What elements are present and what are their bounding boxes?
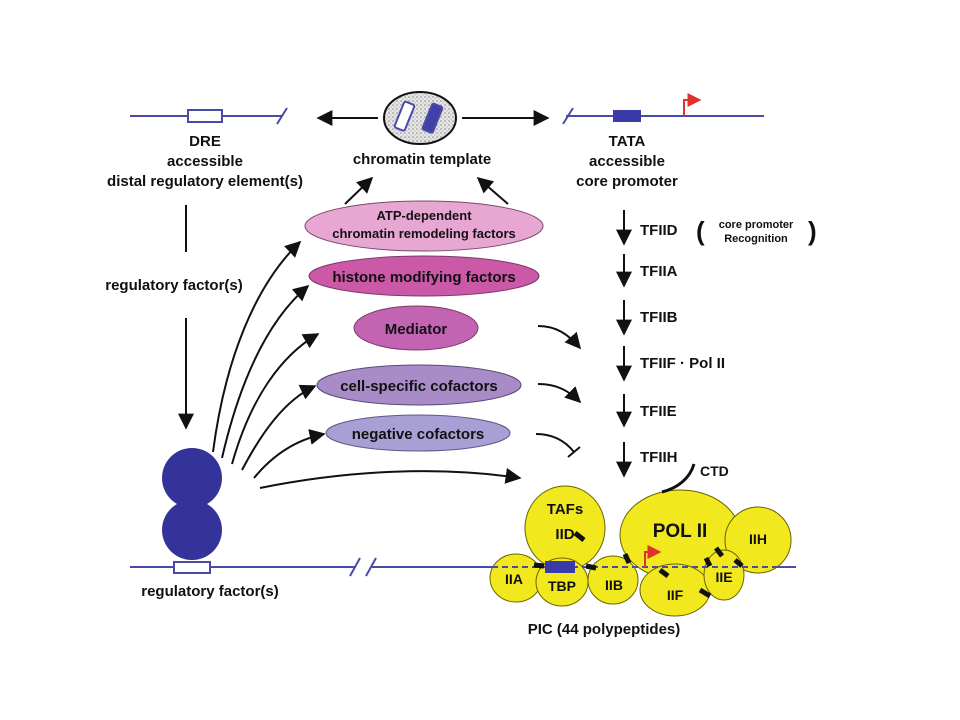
iid-label: IID [555, 526, 574, 543]
step-tfiid: TFIID [640, 222, 678, 239]
transcription-start-arrow [683, 93, 702, 116]
atp-remodeling-ellipse [304, 200, 544, 252]
arrow-mediator-to-assembly [537, 325, 582, 350]
dre-label: DRE [189, 133, 221, 150]
note-close-paren: ) [808, 216, 817, 246]
arrow-regulator-to-histone [221, 284, 310, 459]
tata-accessible-label: accessible [589, 153, 665, 170]
mediator-label: Mediator [385, 321, 448, 338]
step-tfiih: TFIIH [640, 449, 678, 466]
regulatory-factor-side-label: regulatory factor(s) [105, 277, 243, 294]
histone-modifying-ellipse [308, 255, 540, 297]
tbp-tata-box [545, 561, 575, 573]
dre-box [187, 109, 223, 123]
cell-specific-ellipse [316, 364, 522, 406]
dre-accessible-label: accessible [167, 153, 243, 170]
chromatin-icon [383, 91, 457, 145]
note-open-paren: ( [696, 216, 705, 246]
tata-description: core promoter [576, 173, 678, 190]
arrow-regulator-to-mediator [231, 333, 320, 465]
pic-start-arrow [644, 545, 662, 567]
arrow-atp-to-chromatin-right [476, 176, 509, 205]
tata-dna-segment [562, 93, 764, 125]
pic-caption: PIC (44 polypeptides) [528, 621, 681, 638]
inhibition-negative-to-assembly [535, 433, 575, 453]
arrow-atp-to-chromatin-left [344, 176, 374, 205]
arrow-regulator-to-negative [253, 429, 326, 479]
step-tfiib: TFIIB [640, 309, 678, 326]
tata-label: TATA [609, 133, 646, 150]
note-line1: core promoter [719, 219, 794, 231]
negative-cofactors-ellipse [325, 414, 511, 452]
arrow-regulator-to-atp [212, 240, 302, 453]
pol2-label: POL II [653, 521, 708, 542]
tafs-label: TAFs [547, 501, 583, 518]
iif-label: IIF [667, 587, 684, 603]
iih-label: IIH [749, 531, 767, 547]
note-line2: Recognition [724, 233, 788, 245]
iie-label: IIE [715, 569, 732, 585]
ctd-label: CTD [700, 463, 729, 479]
cell-specific-label: cell-specific cofactors [340, 378, 498, 395]
mediator-ellipse [353, 305, 479, 351]
regulatory-factor-icon [162, 448, 222, 574]
arrow-regulator-to-cell-specific [241, 384, 317, 471]
histone-label: histone modifying factors [332, 269, 515, 286]
step-tfiif-pol2: TFIIF · Pol II [640, 355, 725, 372]
iib-label: IIB [605, 577, 623, 593]
negative-cofactors-label: negative cofactors [352, 426, 485, 443]
atp-label-line2: chromatin remodeling factors [332, 226, 515, 241]
step-tfiia: TFIIA [640, 263, 678, 280]
atp-label-line1: ATP-dependent [376, 208, 472, 223]
ctd-tail [661, 463, 696, 494]
pic-complex [489, 463, 796, 617]
arrow-regulator-to-pic [259, 467, 522, 489]
regulatory-factor-bottom-label: regulatory factor(s) [141, 583, 279, 600]
iia-label: IIA [505, 571, 523, 587]
tata-box [613, 110, 641, 122]
dre-description: distal regulatory element(s) [107, 173, 303, 190]
arrow-cell-specific-to-assembly [537, 383, 582, 404]
step-tfiie: TFIIE [640, 403, 677, 420]
tbp-label: TBP [548, 578, 576, 594]
dre-dna-segment [130, 107, 288, 125]
chromatin-template-label: chromatin template [353, 151, 491, 168]
inhibition-bar [567, 446, 581, 458]
